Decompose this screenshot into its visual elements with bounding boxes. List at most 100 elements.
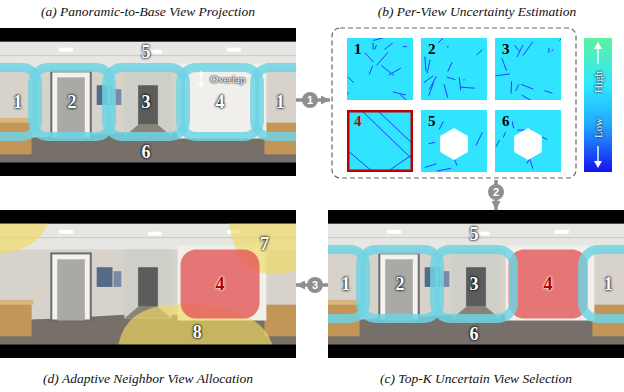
view-number: 1 (604, 275, 613, 293)
edge-stroke (428, 142, 435, 144)
edge-stroke (437, 38, 445, 44)
edge-stroke (384, 43, 392, 49)
edge-stroke (393, 92, 406, 95)
edge-stroke (460, 87, 475, 88)
edge-stroke (477, 50, 483, 55)
door (57, 259, 85, 320)
selected-border (348, 111, 412, 171)
edge-stroke (521, 84, 533, 89)
step-number: 1 (302, 92, 318, 108)
edge-stroke (523, 42, 533, 56)
edge-stroke (377, 110, 413, 144)
view-number: 1 (276, 93, 285, 111)
view-number: 8 (193, 323, 202, 341)
edge-stroke (552, 49, 553, 51)
ceiling-light (148, 232, 162, 236)
ceiling-light (59, 48, 73, 52)
colorbar-label: High (593, 71, 604, 93)
edge-stroke (348, 77, 354, 83)
view-number: 3 (470, 275, 479, 293)
edge-stroke (496, 74, 510, 76)
edge-stroke (448, 62, 452, 71)
edge-stroke (459, 77, 461, 90)
panel-title: (d) Adaptive Neighbor View Allocation (0, 370, 296, 388)
uncertainty-map-tile: 4 (347, 110, 413, 172)
panel-title: (a) Panoramic-to-Base View Projection (0, 3, 296, 21)
door-frame (51, 71, 90, 138)
view-number: 2 (68, 93, 77, 111)
wall-picture (113, 271, 121, 287)
panorama-image (328, 210, 624, 358)
tile-ground (495, 38, 561, 100)
selected-view (181, 249, 260, 318)
selected-view-number: 4 (216, 275, 225, 293)
colorbar-arrow (597, 48, 598, 64)
view-ring (107, 67, 186, 136)
edge-stroke (503, 132, 505, 137)
view-number: 1 (352, 41, 364, 57)
edge-stroke (447, 77, 456, 80)
edge-stroke (545, 91, 553, 94)
edge-stroke (361, 110, 413, 160)
colorbar (584, 38, 612, 172)
edge-stroke (548, 48, 549, 53)
colorbar-arrow-head (594, 161, 602, 168)
view-number: 4 (216, 93, 225, 111)
edge-stroke (425, 57, 426, 72)
overlap-arrow (201, 74, 202, 84)
edge-stroke (424, 76, 433, 83)
edge-stroke (559, 38, 561, 40)
view-number: 5 (142, 43, 151, 61)
ceiling-light (227, 48, 241, 52)
edge-stroke (373, 38, 388, 40)
view-ring (435, 249, 514, 318)
wall-picture (97, 267, 113, 287)
view-number: 5 (470, 225, 479, 243)
view-number: 6 (142, 143, 151, 161)
edge-stroke (516, 84, 519, 91)
edge-stroke (444, 84, 448, 98)
view-ring (33, 67, 112, 136)
edge-stroke (347, 150, 373, 172)
edge-stroke (541, 137, 547, 140)
bright-wall (178, 246, 267, 321)
corridor (452, 249, 499, 318)
edge-stroke (511, 81, 513, 93)
edge-stroke (365, 53, 374, 62)
edge-stroke (347, 92, 349, 100)
uncertainty-map-tile: 3 (495, 38, 561, 100)
edge-stroke (512, 121, 514, 128)
edge-stroke (476, 132, 482, 145)
edge-stroke (435, 172, 436, 173)
edge-stroke (529, 158, 533, 169)
view-number: 4 (352, 113, 364, 129)
panorama-image (0, 28, 296, 176)
edge-stroke (439, 121, 443, 129)
edge-stroke (496, 140, 500, 147)
colorbar-arrow-head (594, 42, 602, 49)
edge-stroke (463, 79, 464, 80)
edge-stroke (425, 164, 437, 168)
colorbar-arrow (597, 146, 598, 162)
corridor-end (138, 267, 158, 306)
cabinet (0, 303, 32, 337)
black-band (0, 210, 296, 358)
edge-stroke (515, 45, 520, 52)
edge-stroke (369, 66, 372, 75)
step-number: 2 (488, 184, 504, 200)
tile-ground (495, 110, 561, 172)
corridor (124, 67, 171, 136)
edge-stroke (427, 60, 430, 74)
edge-stroke (447, 46, 449, 48)
view-number: 6 (470, 325, 479, 343)
corridor-end (466, 267, 486, 306)
selected-view-number: 4 (544, 275, 553, 293)
edge-stroke (377, 52, 388, 65)
view-number: 3 (500, 41, 512, 57)
overlap-arrow-head (198, 83, 204, 88)
view-ring (361, 249, 440, 318)
edge-stroke (373, 43, 374, 50)
edge-stroke (517, 45, 523, 57)
panel-title: (b) Per-View Uncertainty Estimation (330, 3, 624, 21)
